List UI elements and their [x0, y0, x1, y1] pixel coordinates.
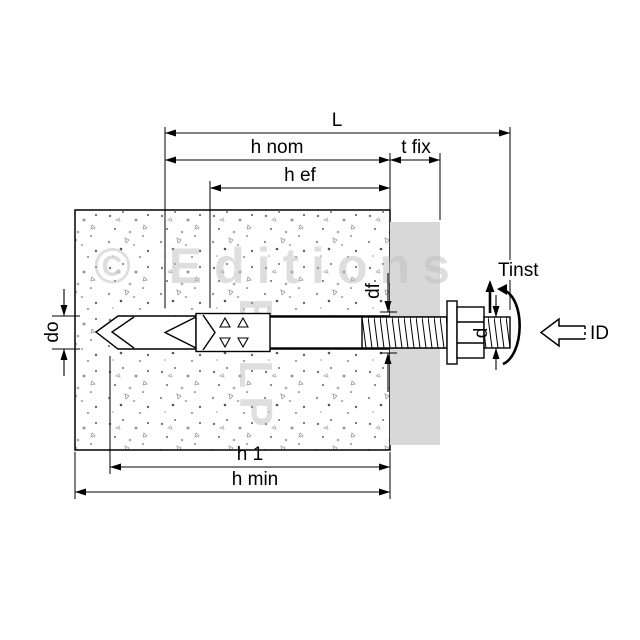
dimension-df: df — [363, 273, 392, 392]
thread-end-section — [483, 316, 511, 349]
label-L: L — [332, 110, 343, 131]
thread-section — [361, 316, 448, 349]
label-tinst: Tinst — [498, 260, 539, 281]
watermark-text-1: © Editions — [94, 238, 462, 294]
torque-arc — [502, 288, 521, 366]
washer — [446, 300, 458, 365]
drill-tip-mark — [110, 316, 135, 349]
insertion-direction: ID — [539, 317, 609, 348]
label-id: ID — [590, 323, 609, 344]
dimension-d: d — [471, 295, 500, 370]
label-do: do — [42, 321, 63, 342]
hex-nut — [456, 306, 485, 359]
dimension-L: L — [165, 110, 510, 137]
label-h1: h 1 — [237, 444, 263, 465]
label-h-ef: h ef — [284, 165, 316, 186]
dimension-h1: h 1 — [110, 444, 390, 471]
dimension-t-fix: t fix — [390, 137, 440, 164]
label-d: d — [471, 328, 492, 339]
label-h-nom: h nom — [251, 137, 304, 158]
id-arrow-icon — [539, 317, 585, 348]
torque-symbol: Tinst — [485, 260, 550, 366]
label-df: df — [363, 282, 384, 299]
tinst-label-mask — [494, 260, 550, 280]
dimension-h-min: h min — [75, 469, 390, 496]
dimension-h-ef: h ef — [210, 165, 390, 192]
dimension-do: do — [42, 289, 68, 376]
label-t-fix: t fix — [401, 137, 431, 158]
anchor-bolt — [163, 300, 511, 365]
dimension-h-nom: h nom — [165, 137, 390, 164]
expansion-clip — [195, 312, 271, 353]
label-h-min: h min — [232, 469, 278, 490]
